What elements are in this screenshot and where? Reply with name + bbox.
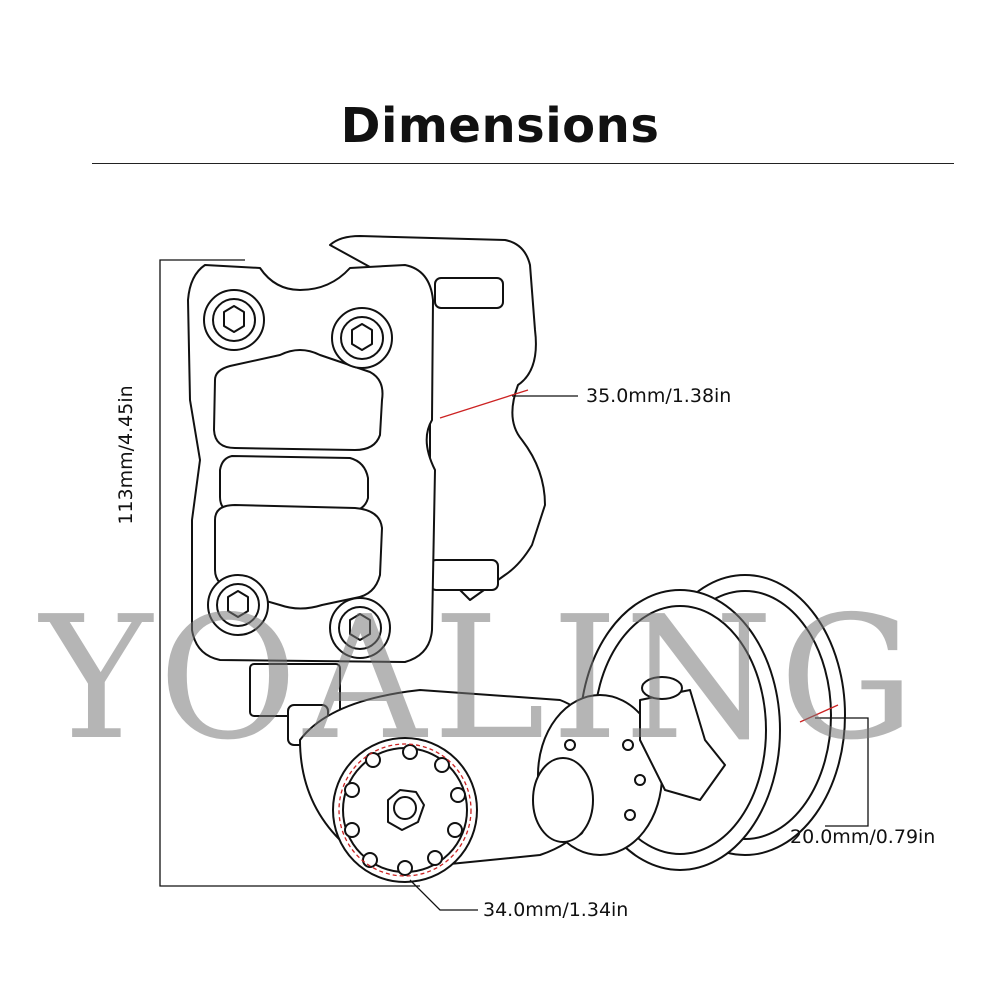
hub-clamp xyxy=(639,689,726,801)
height-bracket xyxy=(159,259,420,887)
brand-watermark: YOALING xyxy=(40,580,921,778)
page-title: Dimensions xyxy=(340,98,660,154)
roller-diameter-marker xyxy=(338,743,472,877)
center-knob xyxy=(532,757,594,843)
clamp-width-label: 35.0mm/1.38in xyxy=(586,385,732,407)
wheel-width-marker xyxy=(799,704,839,723)
upper-cutout xyxy=(213,349,384,451)
height-dimension-label: 113mm/4.45in xyxy=(115,385,137,525)
roller-diameter-leader xyxy=(409,879,478,911)
upper-bolt xyxy=(434,277,504,309)
wheel-width-leader xyxy=(815,717,869,827)
wheel-width-label: 20.0mm/0.79in xyxy=(790,826,936,848)
title-divider xyxy=(92,163,954,164)
roller-diameter-label: 34.0mm/1.34in xyxy=(483,899,629,921)
clamp-width-marker xyxy=(439,389,529,419)
middle-cutout xyxy=(219,455,369,513)
